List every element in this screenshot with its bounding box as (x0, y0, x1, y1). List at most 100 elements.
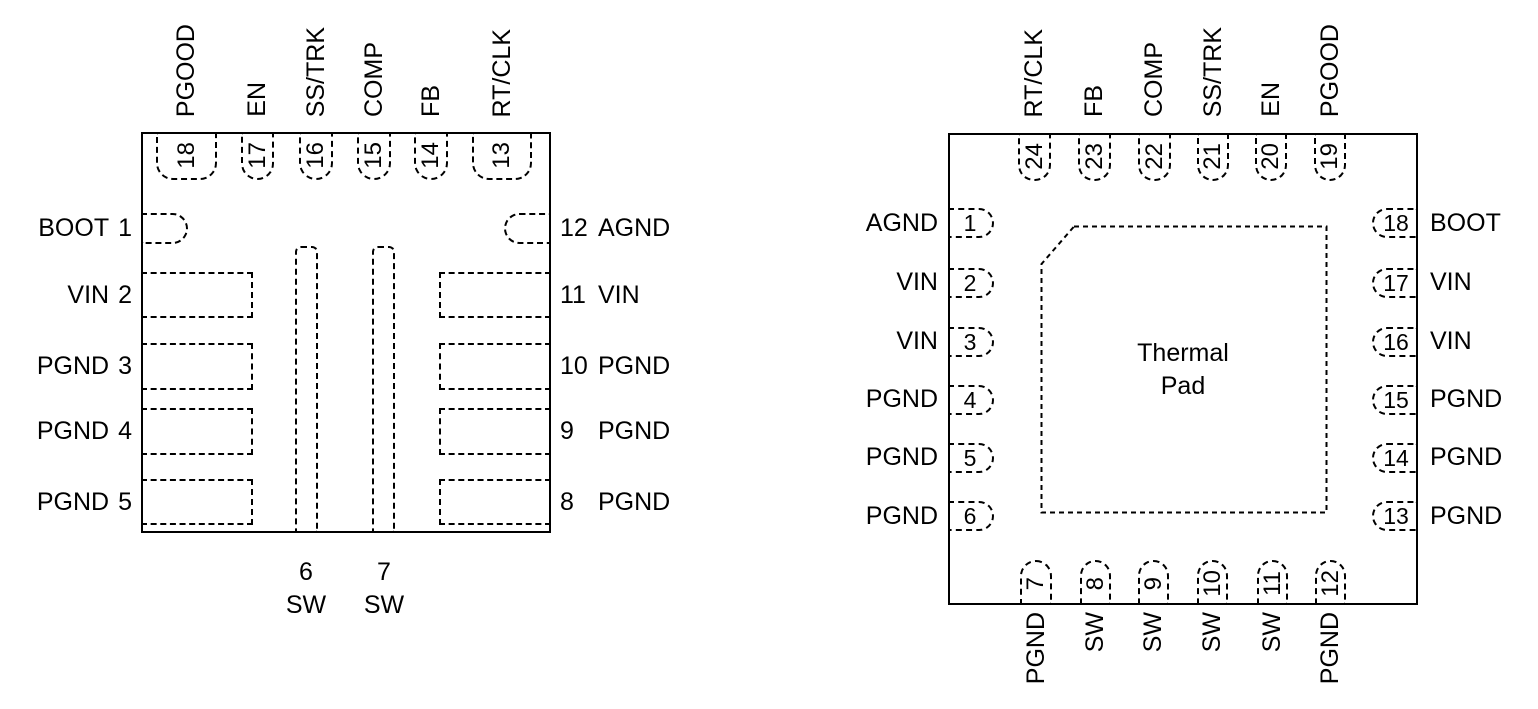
pin-top: 24 (1018, 133, 1051, 181)
pin-label: COMP (1140, 42, 1168, 117)
pin-side (141, 408, 253, 455)
pin-label: PGND (1316, 612, 1344, 685)
pin-side (141, 213, 188, 244)
pin-label: PGND 5 (37, 487, 132, 517)
pin-label: VIN (1430, 267, 1472, 297)
pin-number: 18 (1383, 209, 1409, 236)
pin-side (504, 213, 551, 244)
pin-side: 2 (948, 268, 994, 298)
pin-side (439, 343, 551, 390)
pin-number: 14 (1383, 444, 1409, 471)
pin-name: PGND (865, 501, 938, 530)
pin-number: 14 (417, 141, 444, 169)
pin-number: 12 (560, 213, 588, 242)
pin-side: 17 (1372, 268, 1418, 298)
pin-label: VIN 2 (67, 280, 132, 310)
pin-number: 16 (1383, 328, 1409, 355)
pin-number: 23 (1080, 142, 1108, 170)
pin-label: PGND (1430, 442, 1502, 472)
pin-number: 12 (1316, 570, 1344, 597)
pin-label: 6 SW (266, 556, 346, 622)
pin-side: 1 (948, 208, 994, 238)
pin-label: AGND (866, 208, 938, 238)
pin-name: VIN (1430, 267, 1472, 296)
pin-top: 13 (472, 132, 532, 180)
pin-number: 4 (118, 416, 132, 445)
pin-name: VIN (1430, 326, 1472, 355)
pin-number: 6 (299, 558, 313, 586)
pin-number: 10 (1198, 570, 1226, 597)
pin-number: 24 (1020, 142, 1048, 170)
pin-name: PGND (1430, 442, 1503, 471)
pin-number: 3 (963, 328, 977, 355)
pin-name: BOOT (1430, 208, 1501, 237)
pin-number: 3 (118, 351, 132, 380)
pin-side: 18 (1372, 208, 1418, 238)
pin-side: 16 (1372, 327, 1418, 357)
pin-label: 10 PGND (560, 351, 670, 381)
pin-label: FB (417, 85, 445, 117)
pin-label: PGND (866, 501, 938, 531)
pin-side: 6 (948, 501, 994, 531)
pin-name: PGND (865, 384, 938, 413)
pin-label: PGND (866, 384, 938, 414)
pin-sw-strip (372, 246, 395, 533)
pin-number: 17 (243, 141, 271, 169)
pin-name: PGND (36, 351, 110, 380)
pin-top: 16 (299, 132, 333, 180)
pin-number: 17 (1383, 269, 1409, 296)
pin-top: 18 (156, 132, 217, 180)
pin-top: 21 (1197, 133, 1229, 181)
pin-side: 13 (1372, 501, 1418, 531)
pin-bottom: 7 (1020, 560, 1052, 605)
pin-label: SW (1081, 612, 1109, 653)
pin-number: 13 (1383, 502, 1409, 529)
pin-label: SS/TRK (1199, 26, 1227, 117)
pin-bottom: 9 (1138, 560, 1169, 605)
pin-label: 9 PGND (560, 416, 670, 446)
pin-label: EN (243, 82, 271, 117)
pin-label: VIN (896, 326, 938, 356)
pin-number: 18 (172, 141, 200, 169)
pin-name: PGND (598, 487, 671, 516)
pin-label: SS/TRK (302, 26, 330, 117)
pin-side: 3 (948, 327, 994, 357)
pin-number: 15 (360, 141, 387, 169)
pin-label: PGND (1430, 501, 1502, 531)
pin-label: PGND (866, 442, 938, 472)
pin-name: PGND (1430, 384, 1503, 413)
pin-bottom: 8 (1080, 560, 1111, 605)
pin-number: 21 (1199, 142, 1226, 170)
pin-number: 10 (560, 351, 588, 380)
pin-name: AGND (598, 213, 671, 242)
pin-name: VIN (896, 267, 938, 296)
pin-side (439, 479, 551, 525)
pin-side: 14 (1372, 443, 1418, 473)
pin-number: 22 (1140, 142, 1168, 170)
pin-top: 19 (1314, 133, 1346, 181)
pin-number: 9 (1139, 576, 1167, 591)
pin-bottom: 10 (1197, 560, 1228, 605)
pin-number: 8 (1081, 576, 1109, 591)
pin-top: 23 (1078, 133, 1111, 181)
pin-name: AGND (865, 208, 938, 237)
thermal-pad-label: Thermal Pad (1103, 337, 1263, 403)
pin-number: 1 (118, 213, 132, 242)
pin-label: COMP (360, 42, 388, 117)
pin-number: 9 (560, 416, 574, 445)
pin-number: 1 (963, 209, 977, 236)
pin-sw-strip (295, 246, 318, 533)
pin-name: VIN (598, 280, 640, 309)
thermal-pad-line2: Pad (1160, 372, 1206, 400)
pin-name: VIN (67, 280, 110, 309)
pin-label: 12 AGND (560, 213, 670, 243)
pin-number: 20 (1257, 142, 1284, 170)
pin-side: 4 (948, 385, 994, 415)
pin-bottom: 11 (1257, 560, 1288, 605)
pin-label: VIN (896, 267, 938, 297)
pin-number: 2 (963, 269, 977, 296)
pin-side: 15 (1372, 385, 1418, 415)
pin-number: 16 (302, 141, 329, 169)
pin-label: SW (1198, 612, 1226, 653)
pin-label: PGND (1022, 612, 1050, 685)
